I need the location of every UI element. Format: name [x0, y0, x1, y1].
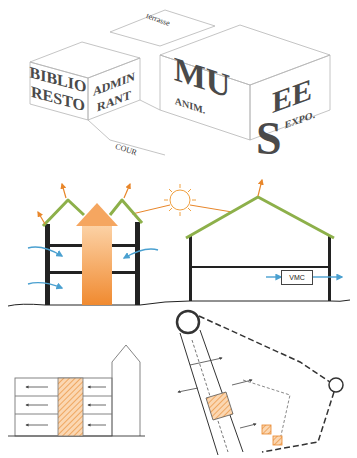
massing-outline	[88, 58, 140, 120]
fresh-air-arrow	[28, 247, 62, 256]
building-section	[112, 244, 135, 247]
green-roof	[110, 200, 142, 223]
green-roof	[43, 197, 334, 238]
fresh-air-arrow	[266, 276, 281, 277]
hatched-core	[58, 378, 83, 436]
green-roof	[186, 197, 334, 238]
fresh-air-arrow	[28, 247, 342, 288]
solar-ray	[132, 205, 170, 214]
massing-label: COUR	[114, 143, 138, 157]
fresh-air-arrow	[28, 283, 62, 288]
air-flow-arrow	[88, 387, 106, 388]
node-text: VMC	[289, 274, 305, 281]
sun-symbol	[180, 212, 181, 216]
warm-air-arrow	[76, 203, 118, 305]
site-plan	[199, 316, 330, 382]
site-plan	[177, 311, 199, 333]
massing-label: S	[256, 116, 282, 162]
sun-symbol	[180, 184, 181, 188]
site-plan	[243, 380, 290, 440]
air-flow-arrow	[190, 358, 222, 365]
building-section	[189, 236, 192, 301]
air-flow-arrow	[178, 388, 198, 392]
hatched-core	[206, 392, 282, 445]
ground-line	[8, 300, 350, 306]
site-plan	[200, 330, 243, 452]
massing-label: ANIM.	[175, 96, 205, 116]
air-flow-arrow	[88, 425, 106, 426]
air-flow-arrow	[178, 358, 256, 428]
exhaust-arrow	[258, 180, 262, 196]
air-flow-arrow	[240, 424, 256, 428]
hatched-core	[273, 436, 282, 445]
air-flow-arrow	[88, 405, 106, 406]
sun-symbol	[169, 208, 172, 211]
exhaust-arrow	[38, 212, 45, 224]
green-roof	[43, 200, 84, 226]
massing-label: terrasse	[145, 12, 171, 28]
building-section	[112, 271, 135, 274]
massing-outline	[140, 100, 160, 110]
exhaust-arrow	[62, 184, 66, 198]
building-section	[135, 222, 140, 305]
massing-outline	[30, 62, 88, 120]
exhaust-arrow	[38, 180, 262, 224]
massing-outline	[30, 10, 330, 155]
air-flow-arrow	[26, 387, 48, 388]
site-plan	[177, 311, 343, 455]
air-flow-arrow	[26, 405, 48, 406]
section-building	[112, 345, 140, 436]
solar-ray	[132, 205, 232, 214]
ground-line	[8, 300, 350, 306]
building-section	[45, 222, 331, 305]
sun-symbol	[188, 189, 191, 192]
fresh-air-arrow	[313, 276, 342, 277]
sun-symbol	[164, 184, 196, 216]
warm-air-arrow	[82, 225, 112, 305]
sun-symbol	[164, 200, 168, 201]
massing-label: EXPO.	[285, 109, 315, 130]
site-plan	[180, 333, 218, 455]
section-building	[8, 345, 145, 436]
vent-unit-box: VMC	[281, 270, 313, 285]
building-section	[45, 224, 50, 305]
section-building	[15, 378, 112, 436]
massing-label: MU	[174, 52, 231, 104]
air-flow-arrow	[232, 380, 252, 385]
solar-ray	[190, 205, 232, 212]
hatched-core	[58, 378, 83, 436]
building-section	[50, 271, 82, 274]
fresh-air-arrow	[124, 249, 158, 258]
sun-symbol	[192, 200, 196, 201]
site-plan	[262, 392, 334, 452]
exhaust-arrow	[124, 184, 130, 198]
sun-symbol	[170, 190, 190, 210]
hatched-core	[206, 392, 233, 420]
building-section	[50, 244, 82, 247]
building-section	[192, 266, 328, 268]
hatched-core	[262, 425, 271, 434]
site-plan	[329, 378, 343, 392]
air-flow-arrow	[26, 387, 106, 425]
air-flow-arrow	[26, 425, 48, 426]
sun-symbol	[169, 189, 172, 192]
sun-symbol	[188, 208, 191, 211]
building-section	[328, 236, 331, 301]
